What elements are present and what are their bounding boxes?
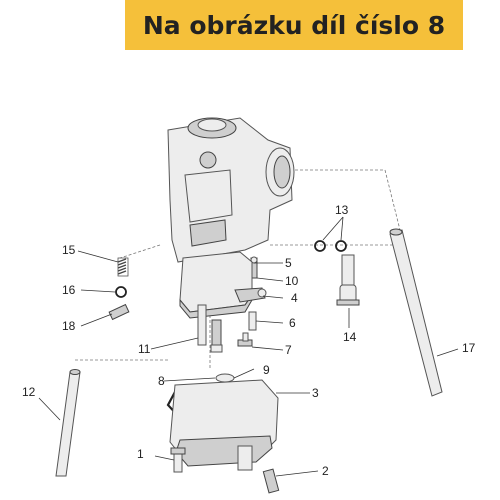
banner-text: Na obrázku díl číslo 8 bbox=[142, 10, 446, 40]
callout-3: 3 bbox=[312, 386, 319, 400]
float-chamber-upper bbox=[179, 251, 253, 319]
float-bowl bbox=[169, 379, 279, 471]
callout-1: 1 bbox=[137, 447, 144, 461]
callout-12: 12 bbox=[22, 385, 36, 399]
float-pin bbox=[248, 311, 257, 331]
callout-11: 11 bbox=[138, 342, 151, 356]
callout-7: 7 bbox=[285, 343, 292, 357]
hose-fitting bbox=[336, 254, 360, 306]
drain-screw bbox=[262, 468, 280, 494]
callout-15: 15 bbox=[62, 243, 76, 257]
callout-labels: 1 2 3 4 5 6 7 8 9 10 11 12 13 14 15 16 1… bbox=[22, 203, 476, 478]
callout-16: 16 bbox=[62, 283, 76, 297]
leader-lines bbox=[38, 216, 459, 477]
callout-2: 2 bbox=[322, 464, 329, 478]
callout-4: 4 bbox=[291, 291, 298, 305]
float-lever bbox=[234, 287, 267, 303]
callout-10: 10 bbox=[285, 274, 299, 288]
callout-8: 8 bbox=[158, 374, 165, 388]
vent-hose-12 bbox=[55, 369, 81, 477]
o-ring-16 bbox=[115, 286, 127, 298]
main-jet-assembly bbox=[197, 304, 223, 353]
title-banner: Na obrázku díl číslo 8 bbox=[125, 0, 463, 50]
screw-1 bbox=[170, 447, 186, 473]
callout-14: 14 bbox=[343, 330, 357, 344]
gasket-ring bbox=[215, 373, 235, 383]
callout-5: 5 bbox=[285, 256, 292, 270]
o-rings-13 bbox=[314, 240, 347, 252]
idle-spring bbox=[117, 257, 129, 277]
callout-18: 18 bbox=[62, 319, 76, 333]
carburetor-body bbox=[167, 117, 295, 263]
callout-9: 9 bbox=[263, 363, 270, 377]
vent-hose-17 bbox=[389, 228, 443, 397]
screw-7 bbox=[237, 332, 253, 347]
callout-17: 17 bbox=[462, 341, 476, 355]
callout-13: 13 bbox=[335, 203, 349, 217]
idle-screw bbox=[108, 303, 130, 321]
callout-6: 6 bbox=[289, 316, 296, 330]
